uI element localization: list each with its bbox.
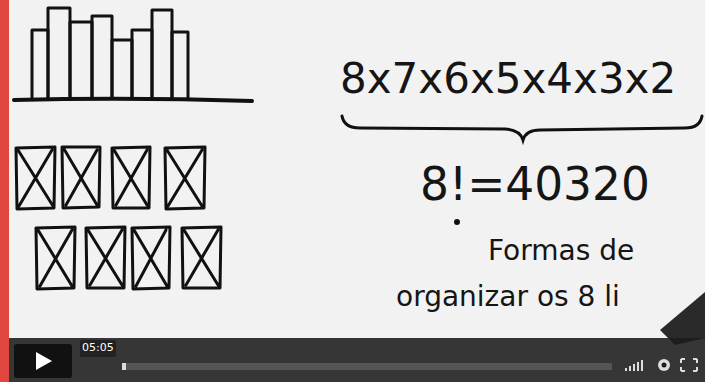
player-icons: [625, 359, 697, 371]
time-box: [80, 340, 116, 357]
books-drawing: [14, 8, 252, 101]
factorial-product: 8x7x6x5x4x3x2: [340, 56, 676, 102]
timestamp: 05:05: [82, 342, 114, 354]
play-icon: [36, 352, 52, 370]
brace: [342, 116, 702, 140]
side-bar: [0, 0, 9, 382]
dot: [454, 219, 460, 225]
factorial-result: 8!=40320: [420, 160, 650, 210]
note-text: organizar os 8 li: [396, 282, 620, 313]
progress-track: [122, 363, 612, 370]
player-bar: [9, 338, 705, 382]
note-text: Formas de: [488, 236, 634, 267]
hand-pen: [660, 292, 705, 345]
progress-fill: [122, 363, 126, 370]
play-button: [14, 344, 72, 378]
crossed-boxes: [16, 147, 221, 289]
